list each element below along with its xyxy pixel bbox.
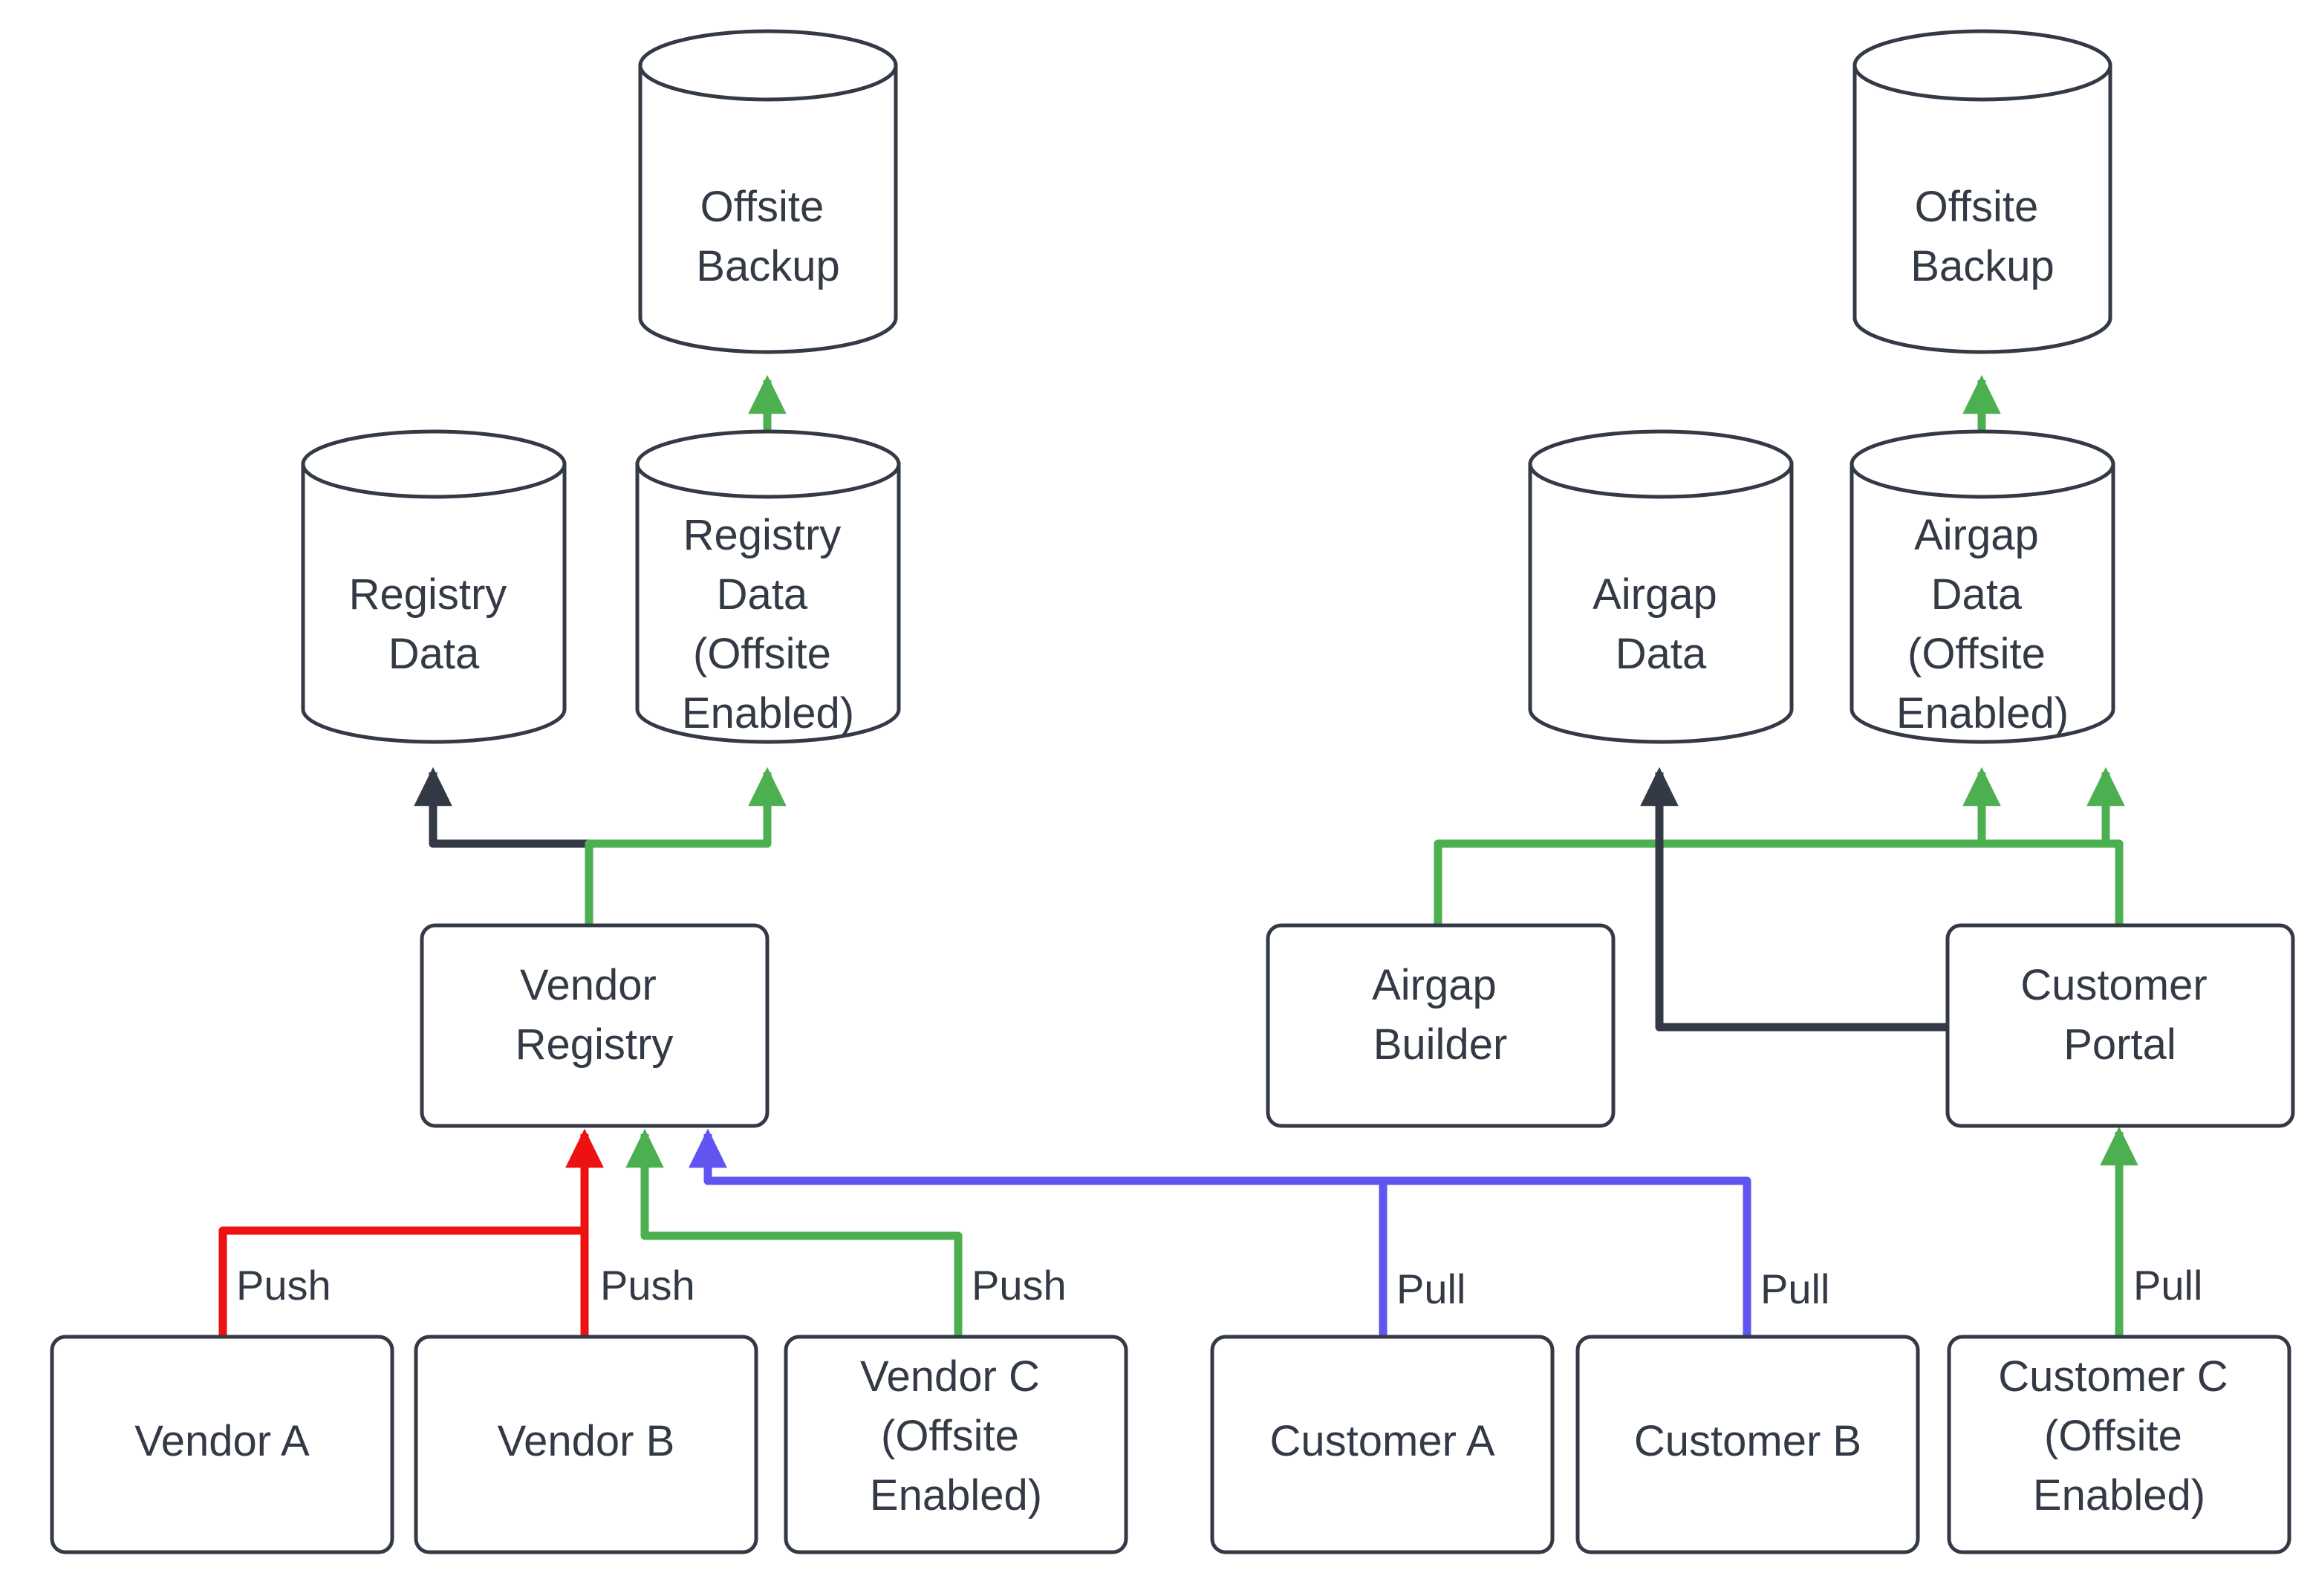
vendor-c-label: Vendor C (Offsite Enabled) <box>860 1352 1052 1520</box>
node-customer-c[interactable]: Customer C (Offsite Enabled) <box>1947 1335 2291 1554</box>
edge-customerportal-to-airgapdata <box>1640 766 1948 1032</box>
airgap-data-offsite-cylinder-body <box>1850 462 2115 744</box>
vendor-registry-label: Vendor Registry <box>515 961 674 1069</box>
registry-data-offsite-cylinder-body <box>635 462 901 744</box>
node-vendor-c[interactable]: Vendor C (Offsite Enabled) <box>784 1335 1128 1554</box>
offsite-backup-left-cylinder-top <box>638 29 898 102</box>
registry-data-offsite-label: Registry Data (Offsite Enabled) <box>682 511 854 737</box>
airgap-data-cylinder-top <box>1528 429 1794 499</box>
edge-label-customer-c-pull: Pull <box>2133 1262 2202 1309</box>
offsite-backup-left-cylinder-body <box>638 63 898 354</box>
customer-c-box <box>1947 1335 2291 1554</box>
customer-portal-box <box>1945 923 2295 1128</box>
vendor-b-box <box>414 1335 758 1554</box>
vendor-a-label: Vendor A <box>134 1417 310 1465</box>
edge-label-customer-b-pull: Pull <box>1760 1266 1829 1312</box>
edge-label-vendor-a-push: Push <box>236 1262 331 1309</box>
edge-vendorregistry-to-registrydata <box>414 766 593 925</box>
edge-vendorregistry-to-registrydataoffsite <box>585 766 787 925</box>
customer-c-label: Customer C (Offsite Enabled) <box>1998 1352 2240 1520</box>
vendor-registry-box <box>420 923 770 1128</box>
airgap-data-cylinder-body <box>1528 462 1794 744</box>
edge-airgapbuilder-to-airgapdataoffsite <box>1434 766 2125 925</box>
airgap-builder-label: Airgap Builder <box>1372 961 1509 1069</box>
customer-a-label: Customer A <box>1270 1417 1495 1465</box>
customer-portal-label: Customer Portal <box>2020 961 2219 1069</box>
node-customer-a[interactable]: Customer A <box>1210 1335 1555 1554</box>
airgap-builder-box <box>1266 923 1616 1128</box>
node-vendor-a[interactable]: Vendor A <box>50 1335 394 1554</box>
vendor-a-box <box>50 1335 394 1554</box>
vendor-c-box <box>784 1335 1128 1554</box>
offsite-backup-left-label: Offsite Backup <box>696 183 839 290</box>
registry-data-offsite-cylinder-top <box>635 429 901 499</box>
edge-label-vendor-c-push: Push <box>972 1262 1067 1309</box>
node-customer-portal[interactable]: Customer Portal <box>1945 923 2295 1128</box>
customer-b-box <box>1575 1335 1920 1554</box>
edge-customerportal-to-airgapdataoffsite <box>1962 766 2124 925</box>
node-customer-b[interactable]: Customer B <box>1575 1335 1920 1554</box>
offsite-backup-right-cylinder-body <box>1852 63 2112 354</box>
node-registry-data-offsite[interactable]: Registry Data (Offsite Enabled) <box>635 429 901 744</box>
airgap-data-offsite-label: Airgap Data (Offsite Enabled) <box>1896 511 2069 737</box>
edge-label-customer-a-pull: Pull <box>1396 1266 1465 1312</box>
vendor-b-label: Vendor B <box>498 1417 675 1465</box>
node-registry-data[interactable]: Registry Data <box>301 429 567 744</box>
node-offsite-backup-right[interactable]: Offsite Backup <box>1852 29 2112 354</box>
offsite-backup-right-label: Offsite Backup <box>1910 183 2054 290</box>
edge-vendorc-to-vendorregistry <box>625 1128 963 1337</box>
registry-data-cylinder-top <box>301 429 567 499</box>
node-vendor-registry[interactable]: Vendor Registry <box>420 923 770 1128</box>
node-vendor-b[interactable]: Vendor B <box>414 1335 758 1554</box>
customer-a-box <box>1210 1335 1555 1554</box>
registry-data-cylinder-body <box>301 462 567 744</box>
airgap-data-offsite-cylinder-top <box>1850 429 2115 499</box>
airgap-data-label: Airgap Data <box>1593 570 1729 678</box>
offsite-backup-right-cylinder-top <box>1852 29 2112 102</box>
edge-label-vendor-b-push: Push <box>600 1262 695 1309</box>
node-airgap-data[interactable]: Airgap Data <box>1528 429 1794 744</box>
node-offsite-backup-left[interactable]: Offsite Backup <box>638 29 898 354</box>
node-airgap-builder[interactable]: Airgap Builder <box>1266 923 1616 1128</box>
customer-b-label: Customer B <box>1634 1417 1861 1465</box>
node-airgap-data-offsite[interactable]: Airgap Data (Offsite Enabled) <box>1850 429 2115 744</box>
registry-data-label: Registry Data <box>349 570 519 678</box>
